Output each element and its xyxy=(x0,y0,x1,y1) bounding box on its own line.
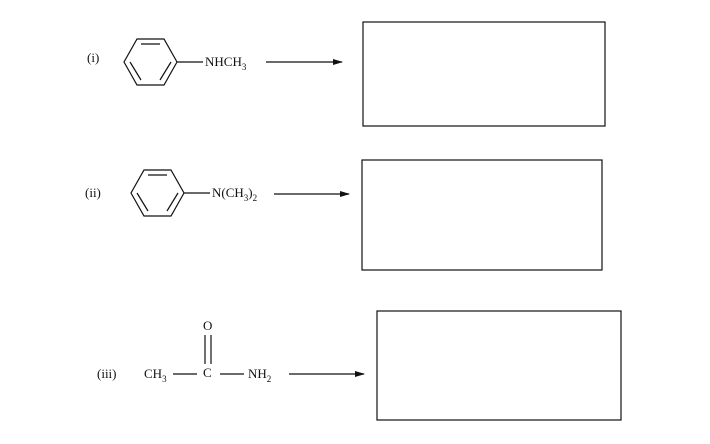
reaction-iii: (iii) CH3 C O NH2 xyxy=(97,310,622,421)
carbonyl-carbon: C xyxy=(203,365,212,380)
reaction-i: (i) NHCH3 xyxy=(87,21,606,127)
ch3-group: CH3 xyxy=(144,366,167,384)
benzene-ring-i xyxy=(123,38,178,86)
label-iii: (iii) xyxy=(97,366,117,381)
answer-box-iii[interactable] xyxy=(376,310,622,421)
answer-box-i[interactable] xyxy=(362,21,606,127)
reaction-ii: (ii) N(CH3)2 xyxy=(85,159,603,271)
carbonyl-oxygen: O xyxy=(203,318,212,333)
n-ch3-2-group: N(CH3)2 xyxy=(212,185,257,203)
nh2-group: NH2 xyxy=(248,366,271,384)
benzene-ring-ii xyxy=(130,169,185,217)
nhch3-group: NHCH3 xyxy=(205,54,247,72)
label-i: (i) xyxy=(87,50,99,65)
label-ii: (ii) xyxy=(85,185,101,200)
answer-box-ii[interactable] xyxy=(361,159,603,271)
